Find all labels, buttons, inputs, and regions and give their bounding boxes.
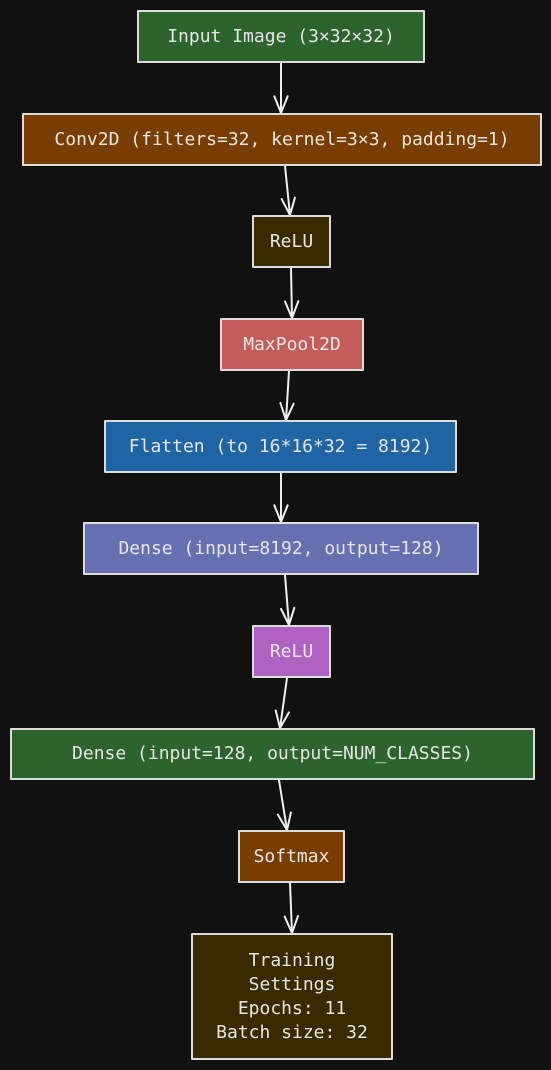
node-dense-1: Dense (input=8192, output=128) [83,522,479,575]
node-flatten: Flatten (to 16*16*32 = 8192) [104,420,457,473]
edge-pool-to-flatten [279,370,295,421]
edge-relu2-to-dense2 [274,677,290,729]
node-relu-2: ReLU [252,625,331,678]
edge-input-to-conv [273,62,289,114]
edge-conv-to-relu1 [280,165,296,216]
edge-flatten-to-dense1 [273,472,289,523]
training-settings-line-4: Batch size: 32 [216,1021,368,1043]
edge-relu1-to-pool [283,267,300,319]
training-settings-line-1: Training [248,949,336,971]
edge-softmax-to-settings [283,882,300,934]
edge-dense2-to-softmax [276,779,292,831]
node-maxpool2d: MaxPool2D [220,318,364,371]
edge-dense1-to-relu2 [280,574,296,626]
node-input: Input Image (3×32×32) [137,10,425,63]
node-dense-2: Dense (input=128, output=NUM_CLASSES) [10,728,535,780]
node-softmax: Softmax [238,830,345,883]
node-training-settings: Training Settings Epochs: 11 Batch size:… [191,933,393,1060]
node-conv2d: Conv2D (filters=32, kernel=3×3, padding=… [22,113,542,166]
training-settings-line-2: Settings [248,973,336,995]
training-settings-line-3: Epochs: 11 [237,997,347,1019]
node-relu-1: ReLU [252,215,331,268]
